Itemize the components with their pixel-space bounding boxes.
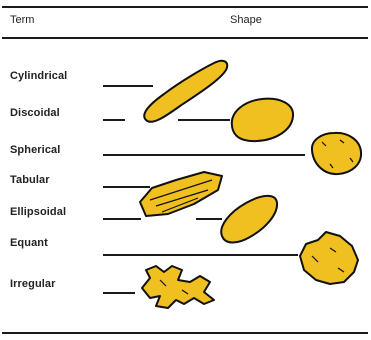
- equant-grain-icon: [300, 232, 358, 284]
- spherical-grain-icon: [312, 133, 361, 174]
- discoidal-grain-icon: [232, 99, 293, 141]
- cylindrical-grain-icon: [144, 61, 227, 122]
- tabular-grain-icon: [140, 172, 222, 216]
- irregular-grain-icon: [142, 266, 214, 308]
- ellipsoidal-grain-icon: [221, 196, 277, 243]
